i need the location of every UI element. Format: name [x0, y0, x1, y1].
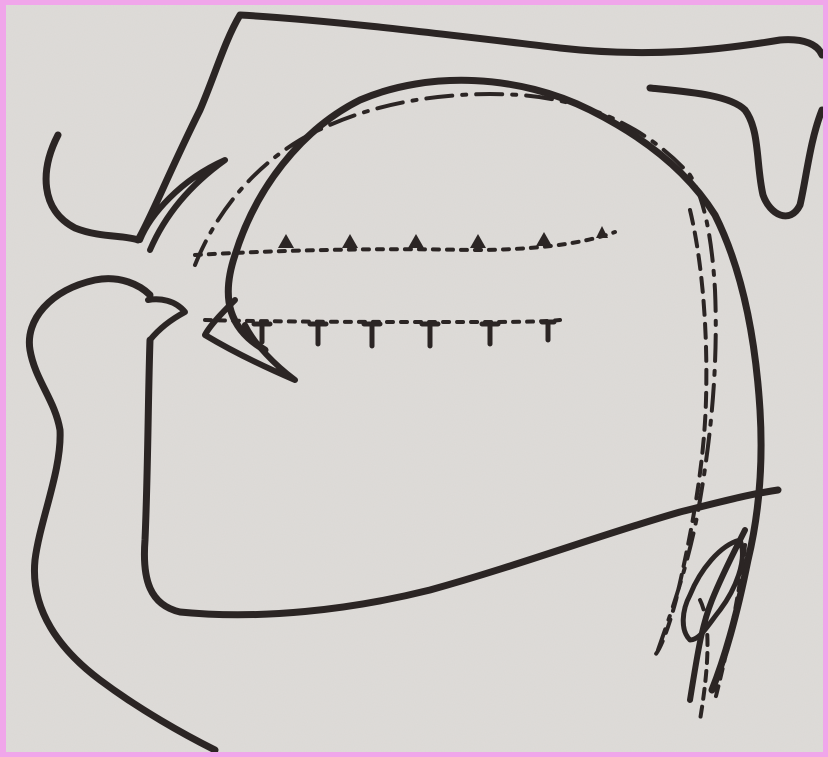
drawing-canvas [6, 5, 823, 752]
anatomy-line-drawing [6, 5, 823, 752]
